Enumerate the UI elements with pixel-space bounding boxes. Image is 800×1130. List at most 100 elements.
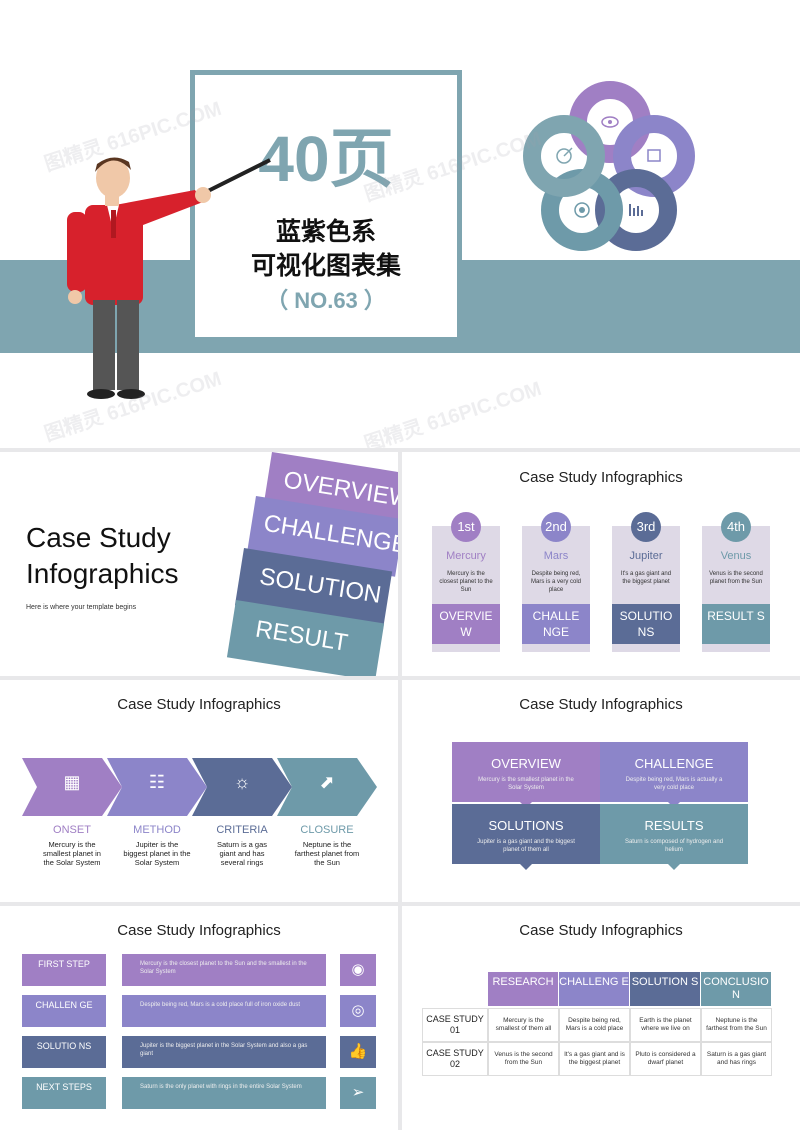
step-bar <box>122 1077 326 1109</box>
presenter-illustration <box>67 157 271 399</box>
planet-desc: Venus is the second planet from the Sun <box>709 571 763 585</box>
planet-name: Jupiter <box>629 550 663 562</box>
step-desc: Despite being red, Mars is a cold place … <box>140 1002 301 1008</box>
box-pointer <box>516 798 536 808</box>
title-frame <box>190 70 462 342</box>
slide7-header: Case Study Infographics <box>519 922 683 939</box>
card-label: SOLUTIO NS <box>612 604 680 644</box>
table-col-header: CHALLENG E <box>559 972 630 1006</box>
step-tag: FIRST STEP <box>22 954 106 986</box>
table-cell: Venus is the second from the Sun <box>488 1042 559 1076</box>
chart-icon <box>629 204 643 216</box>
cover-slide: 40页 蓝紫色系 可视化图表集 （ NO.63 ） 图精灵 616PIC.COM… <box>0 0 800 448</box>
chart-icon: ⬈ <box>319 772 335 792</box>
step-desc: Mercury is the closest planet to the Sun… <box>140 961 307 975</box>
calendar-icon <box>647 149 661 162</box>
slide2-title-line1: Case Study <box>26 522 171 553</box>
cover-big-number: 40页 <box>258 123 394 195</box>
quad-box <box>452 804 600 864</box>
box-title: RESULTS <box>644 818 704 833</box>
planet-desc: It's a gas giant and the biggest planet <box>620 571 672 585</box>
step-desc: Neptune is the farthest planet from the … <box>294 840 360 867</box>
planet-name: Venus <box>720 550 752 562</box>
slide6-header: Case Study Infographics <box>117 922 281 939</box>
process-arrow <box>107 758 207 816</box>
table-cell: It's a gas giant and is the biggest plan… <box>559 1042 630 1076</box>
target-icon <box>574 202 590 218</box>
ordinal-badge: 1st <box>451 512 481 542</box>
ordinal-badge: 4th <box>721 512 751 542</box>
planet-desc: Mercury is the closest planet to the Sun <box>439 571 493 593</box>
box-title: OVERVIEW <box>491 756 561 771</box>
planet-desc: Despite being red, Mars is a very cold p… <box>530 571 581 593</box>
table-cell: Despite being red, Mars is a cold place <box>559 1008 630 1042</box>
table-cell: Mercury is the smallest of them all <box>488 1008 559 1042</box>
box-desc: Despite being red, Mars is actually a ve… <box>625 777 723 791</box>
table-cell: Earth is the planet where we live on <box>630 1008 701 1042</box>
step-desc: Saturn is the only planet with rings in … <box>140 1084 302 1090</box>
slide-step-list: Case Study Infographics FIRST STEP Mercur… <box>0 906 398 1130</box>
slide3-header: Case Study Infographics <box>519 469 683 486</box>
box-pointer <box>664 860 684 870</box>
cover-line1: 蓝紫色系 <box>275 217 376 246</box>
slide2-title-line2: Infographics <box>26 558 179 589</box>
planet-name: Mercury <box>446 550 486 562</box>
thumbs-up-icon: 👍 <box>340 1036 376 1068</box>
ordinal-badge: 2nd <box>541 512 571 542</box>
step-desc: Jupiter is the biggest planet in the Sol… <box>140 1043 308 1057</box>
card-label: RESULT S <box>702 604 770 644</box>
quad-box <box>452 742 600 802</box>
cover-code: （ NO.63 ） <box>266 288 386 313</box>
step-desc: Jupiter is the biggest planet in the Sol… <box>123 840 191 867</box>
box-desc: Saturn is composed of hydrogen and heliu… <box>624 839 724 853</box>
send-icon: ➢ <box>340 1077 376 1109</box>
eye-icon: ◉ <box>340 954 376 986</box>
step-tag: SOLUTIO NS <box>22 1036 106 1068</box>
focus-icon <box>556 147 573 164</box>
step-tag: NEXT STEPS <box>22 1077 106 1109</box>
map-icon: ▦ <box>63 772 81 792</box>
row-header: CASE STUDY 01 <box>422 1008 488 1042</box>
table-col-header: CONCLUSIO N <box>701 972 772 1006</box>
step-label: CRITERIA <box>216 824 268 836</box>
planet-name: Mars <box>543 550 569 562</box>
step-bar <box>122 1036 326 1068</box>
slide-case-study-title: Case Study Infographics Here is where yo… <box>0 452 398 676</box>
slide2-subtitle: Here is where your template begins <box>26 604 137 611</box>
card-label: CHALLE NGE <box>522 604 590 644</box>
ordinal-badge: 3rd <box>631 512 661 542</box>
table-cell: Pluto is considered a dwarf planet <box>630 1042 701 1076</box>
process-arrow <box>192 758 292 816</box>
box-desc: Jupiter is a gas giant and the biggest p… <box>477 839 575 853</box>
card-label: OVERVIE W <box>432 604 500 644</box>
step-label: CLOSURE <box>300 824 354 836</box>
step-desc: Mercury is the smallest planet in the So… <box>43 840 101 867</box>
box-desc: Mercury is the smallest planet in the So… <box>478 777 574 791</box>
step-label: ONSET <box>53 824 91 836</box>
target-icon: ◎ <box>340 995 376 1027</box>
process-arrow <box>277 758 377 816</box>
lightbulb-icon: ☼ <box>233 772 251 792</box>
table-cell: Saturn is a gas giant and has rings <box>701 1042 772 1076</box>
cover-line2: 可视化图表集 <box>250 251 401 280</box>
box-pointer <box>664 798 684 808</box>
box-pointer <box>516 860 536 870</box>
process-arrow <box>22 758 122 816</box>
quad-box <box>600 742 748 802</box>
eye-icon <box>601 116 619 128</box>
slide-arrow-process: Case Study Infographics ▦ ONSET Mercury is… <box>0 680 398 902</box>
row-header: CASE STUDY 02 <box>422 1042 488 1076</box>
box-title: CHALLENGE <box>634 756 714 771</box>
step-label: METHOD <box>133 824 181 836</box>
step-bar <box>122 995 326 1027</box>
ring-flower-diagram <box>523 81 695 251</box>
table-col-header: SOLUTION S <box>630 972 701 1006</box>
table-cell: Neptune is the farthest from the Sun <box>701 1008 772 1042</box>
slide4-header: Case Study Infographics <box>117 696 281 713</box>
step-bar <box>122 954 326 986</box>
quad-box <box>600 804 748 864</box>
table-col-header: RESEARCH <box>488 972 559 1006</box>
